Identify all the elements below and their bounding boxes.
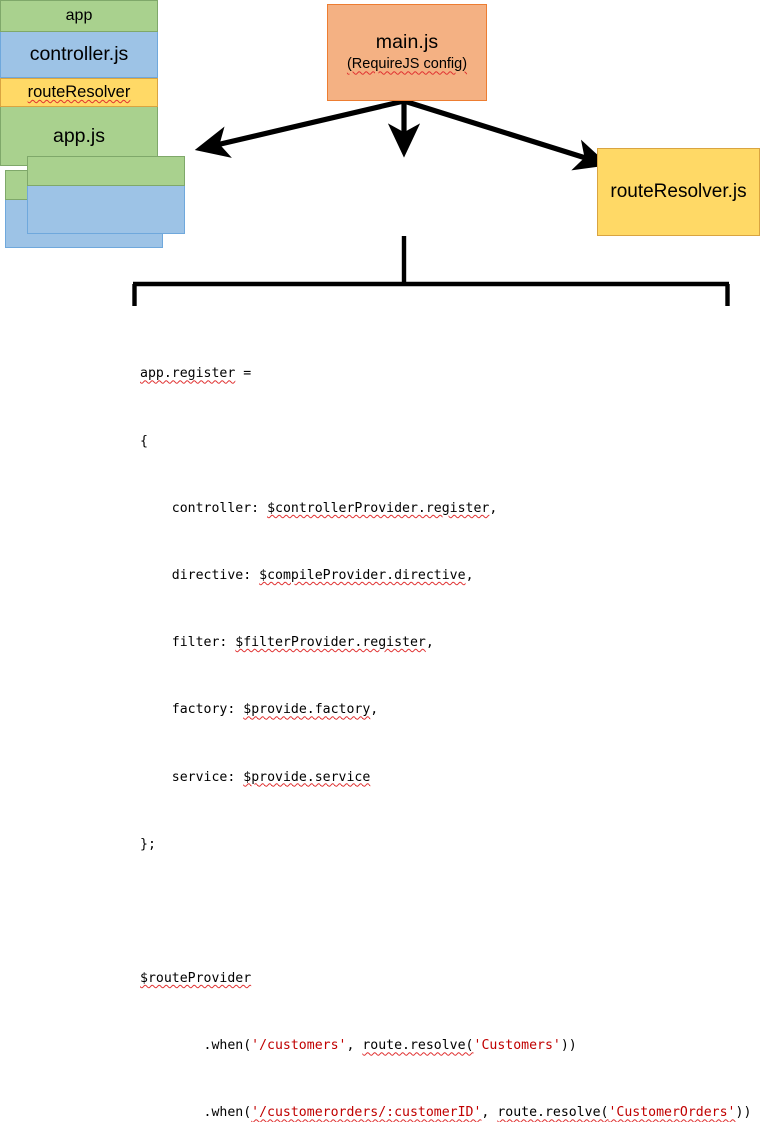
- code-token-key-controller: controller:: [171, 500, 260, 516]
- code-block: app.register = { controller: $controller…: [140, 316, 752, 1122]
- code-token-open-brace: {: [140, 433, 148, 449]
- app-js-header-label: routeResolver: [27, 83, 131, 101]
- code-token-when-1: .when(: [203, 1038, 252, 1054]
- code-line-service: service: $provide.service: [140, 770, 750, 787]
- code-token-route-provider: $routeProvider: [140, 971, 252, 987]
- arrow-main-to-controller-stack: [194, 98, 405, 158]
- code-line-app-register: app.register =: [140, 366, 750, 383]
- code-line-blank: [140, 904, 750, 921]
- code-token-arg-customerorders: 'CustomerOrders': [608, 1105, 736, 1121]
- code-line-open-brace: {: [140, 434, 750, 451]
- controller-stack-body-label: controller.js: [0, 32, 158, 78]
- code-token-path-customers: '/customers': [251, 1038, 347, 1054]
- main-js-title: main.js: [375, 31, 439, 54]
- connector-app-js-to-code-bracket: [132, 236, 730, 306]
- diagram-connectors: [132, 98, 730, 306]
- app-js-header: routeResolver: [0, 78, 158, 107]
- code-line-factory: factory: $provide.factory,: [171, 702, 379, 718]
- code-line-directive: directive: $compileProvider.directive,: [171, 567, 474, 583]
- code-line-controller: controller: $controllerProvider.register…: [171, 500, 498, 516]
- code-token-arg-customers: 'Customers': [473, 1038, 561, 1054]
- code-token-key-filter: filter:: [171, 635, 228, 651]
- code-token-key-service: service:: [171, 769, 236, 785]
- node-main-js: main.js (RequireJS config): [327, 4, 487, 101]
- code-token-equals: =: [243, 366, 252, 382]
- code-token-app-register: app.register: [140, 366, 236, 382]
- code-line-route-provider: $routeProvider: [140, 971, 750, 988]
- code-line-when-customers: .when('/customers', route.resolve('Custo…: [203, 1038, 577, 1054]
- controller-stack-header-middle: [27, 156, 185, 186]
- code-token-route-resolve-2: route.resolve(: [497, 1105, 609, 1121]
- node-route-resolver-js: routeResolver.js: [597, 148, 760, 236]
- code-line-close-brace: };: [140, 837, 750, 854]
- code-token-close-brace: };: [140, 836, 156, 852]
- code-token-key-factory: factory:: [171, 702, 236, 718]
- main-js-subtitle: (RequireJS config): [328, 56, 486, 72]
- code-token-val-controller: $controllerProvider.register: [267, 500, 490, 516]
- route-resolver-js-title: routeResolver.js: [610, 181, 747, 203]
- code-token-val-directive: $compileProvider.directive: [259, 567, 466, 583]
- code-token-when-2: .when(: [203, 1105, 252, 1121]
- code-line-when-customerorders: .when('/customerorders/:customerID', rou…: [203, 1105, 752, 1121]
- code-token-val-service: $provide.service: [243, 769, 371, 785]
- main-js-subtitle-text: (RequireJS config): [346, 56, 468, 73]
- controller-stack-card-front: app controller.js: [0, 0, 158, 78]
- code-token-path-customerorders: '/customerorders/:customerID': [251, 1105, 482, 1121]
- code-token-key-directive: directive:: [171, 567, 252, 583]
- code-token-route-resolve-1: route.resolve(: [362, 1038, 474, 1054]
- code-token-val-filter: $filterProvider.register: [235, 635, 426, 651]
- code-line-filter: filter: $filterProvider.register,: [171, 635, 434, 651]
- arrow-main-to-route-resolver-js: [403, 98, 609, 171]
- controller-stack-header-label: app: [0, 0, 158, 32]
- code-token-val-factory: $provide.factory: [243, 702, 371, 718]
